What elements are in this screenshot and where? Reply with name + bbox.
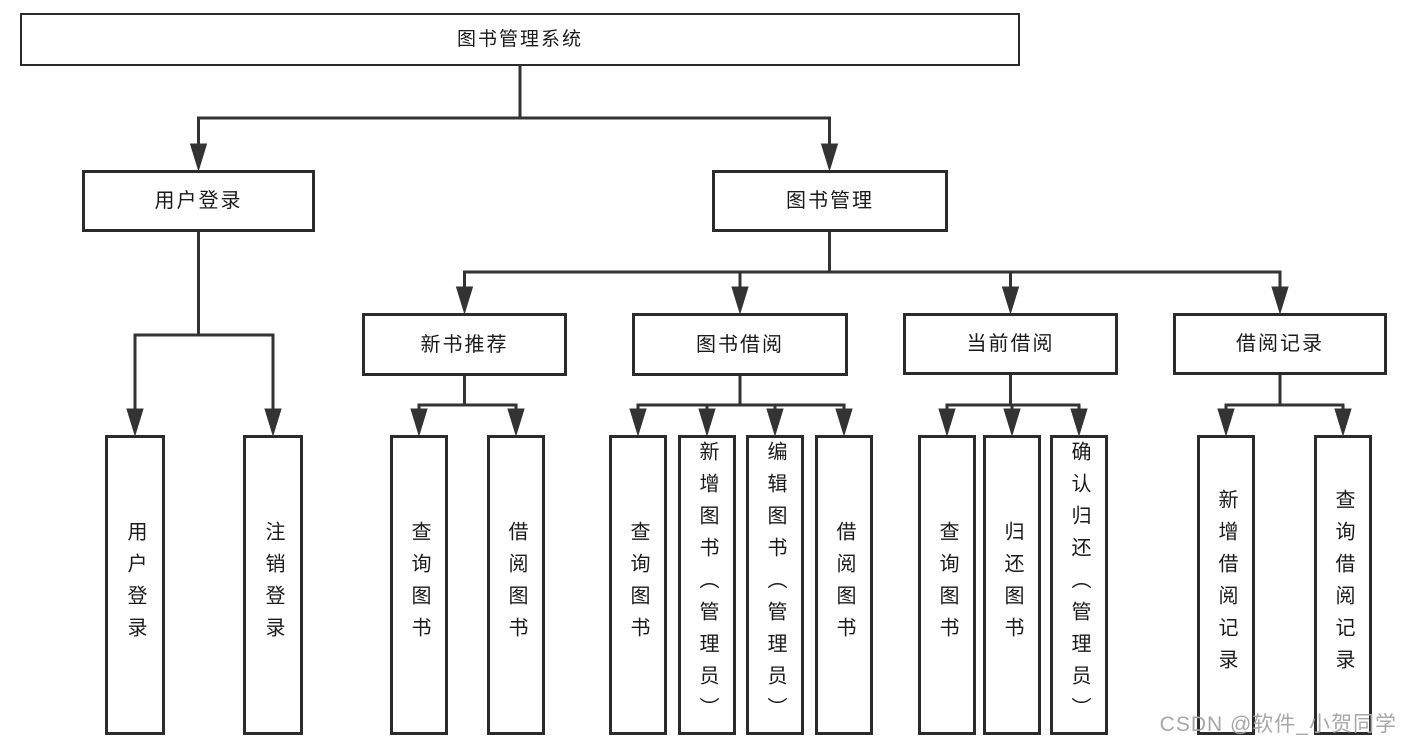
- leaf-logout: 注销登录: [243, 435, 303, 735]
- leaf-label: 确认归还（管理员）: [1068, 441, 1090, 729]
- leaf-label: 新增借阅记录: [1215, 489, 1237, 681]
- leaf-current-confirm-return-admin: 确认归还（管理员）: [1050, 435, 1108, 735]
- leaf-user-login: 用户登录: [105, 435, 165, 735]
- leaf-label: 查询图书: [408, 521, 430, 649]
- leaf-label: 借阅图书: [833, 521, 855, 649]
- node-library-management-system: 图书管理系统: [20, 13, 1020, 66]
- leaf-rec-borrow-books: 借阅图书: [487, 435, 545, 735]
- node-new-book-recommend: 新书推荐: [362, 313, 567, 376]
- node-label: 用户登录: [154, 190, 243, 212]
- node-borrow-records: 借阅记录: [1173, 313, 1387, 375]
- leaf-label: 新增图书（管理员）: [696, 441, 718, 729]
- leaf-records-add-record: 新增借阅记录: [1197, 435, 1255, 735]
- leaf-current-query-books: 查询图书: [918, 435, 976, 735]
- leaf-borrow-borrow-books: 借阅图书: [815, 435, 873, 735]
- node-label: 借阅记录: [1236, 333, 1324, 355]
- leaf-label: 查询图书: [627, 521, 649, 649]
- leaf-label: 编辑图书（管理员）: [764, 441, 786, 729]
- leaf-borrow-query-books: 查询图书: [609, 435, 667, 735]
- node-label: 新书推荐: [420, 333, 509, 356]
- node-label: 图书管理: [786, 190, 874, 212]
- leaf-label: 注销登录: [262, 521, 284, 649]
- leaf-records-query-record: 查询借阅记录: [1314, 435, 1372, 735]
- leaf-label: 查询借阅记录: [1332, 489, 1354, 681]
- csdn-watermark: CSDN @软件_小贺同学: [1159, 713, 1397, 736]
- leaf-borrow-edit-books-admin: 编辑图书（管理员）: [746, 435, 804, 735]
- leaf-rec-query-books: 查询图书: [390, 435, 448, 735]
- leaf-label: 归还图书: [1001, 521, 1023, 649]
- leaf-current-return-books: 归还图书: [983, 435, 1041, 735]
- node-label: 当前借阅: [966, 333, 1055, 355]
- node-label: 图书管理系统: [456, 29, 583, 50]
- node-user-login: 用户登录: [82, 170, 315, 232]
- leaf-label: 借阅图书: [505, 521, 527, 649]
- node-book-management: 图书管理: [712, 170, 948, 232]
- node-book-borrow: 图书借阅: [632, 313, 848, 376]
- node-label: 图书借阅: [696, 333, 784, 356]
- leaf-label: 查询图书: [936, 521, 958, 649]
- node-current-borrow: 当前借阅: [903, 313, 1118, 375]
- leaf-label: 用户登录: [124, 521, 146, 649]
- leaf-borrow-add-books-admin: 新增图书（管理员）: [678, 435, 736, 735]
